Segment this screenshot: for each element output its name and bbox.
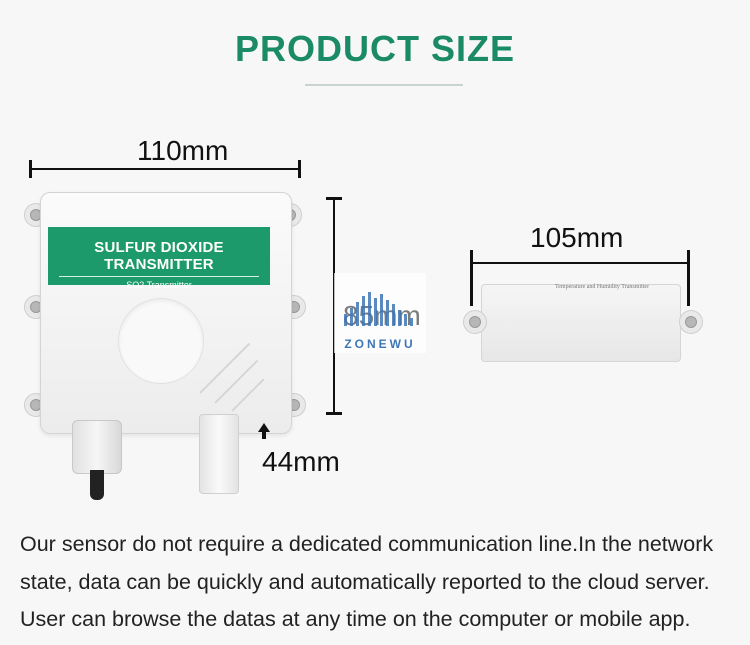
dimension-line-width-side	[471, 262, 689, 264]
product-label-sub: SO2 Transmitter	[126, 280, 192, 290]
transmitter-side-view	[463, 282, 703, 362]
cable	[90, 470, 104, 500]
dimension-label-width-front: 110mm	[137, 135, 229, 166]
page-title: PRODUCT SIZE	[234, 28, 515, 69]
sensor-window	[118, 298, 204, 384]
dimension-tick-right	[298, 160, 301, 178]
description-line: state, data can be quickly and automatic…	[20, 569, 710, 594]
side-label-text: Temperature and Humidity Transmitter	[555, 284, 650, 290]
side-screw-left	[463, 310, 487, 334]
dimension-tick-left	[29, 160, 32, 178]
dimension-line-width-front	[30, 168, 300, 170]
watermark-logo-icon	[344, 292, 413, 326]
dimension-tick-side-right	[687, 250, 690, 306]
arrow-up-icon	[258, 423, 270, 439]
cable-gland	[72, 420, 122, 474]
watermark-text: ZONEWU	[344, 337, 416, 351]
dimension-tick-side-left	[470, 250, 473, 306]
dimension-tick-bottom	[326, 412, 342, 415]
product-label-main: SULFUR DIOXIDE TRANSMITTER	[94, 239, 224, 273]
product-label-panel: SULFUR DIOXIDE TRANSMITTER SO2 Transmitt…	[48, 227, 270, 290]
title-underline	[305, 84, 463, 86]
dimension-label-width-side: 105mm	[530, 222, 624, 253]
transmitter-side-body	[481, 284, 681, 362]
product-label-divider	[59, 276, 259, 277]
side-screw-right	[679, 310, 703, 334]
dimension-tick-top	[326, 197, 342, 200]
description-line: User can browse the datas at any time on…	[20, 607, 691, 631]
sensor-probe	[199, 414, 239, 494]
description-line: Our sensor do not require a dedicated co…	[20, 532, 714, 556]
product-description: Our sensor do not require a dedicated co…	[20, 526, 735, 639]
dimension-label-depth: 44mm	[262, 446, 340, 477]
